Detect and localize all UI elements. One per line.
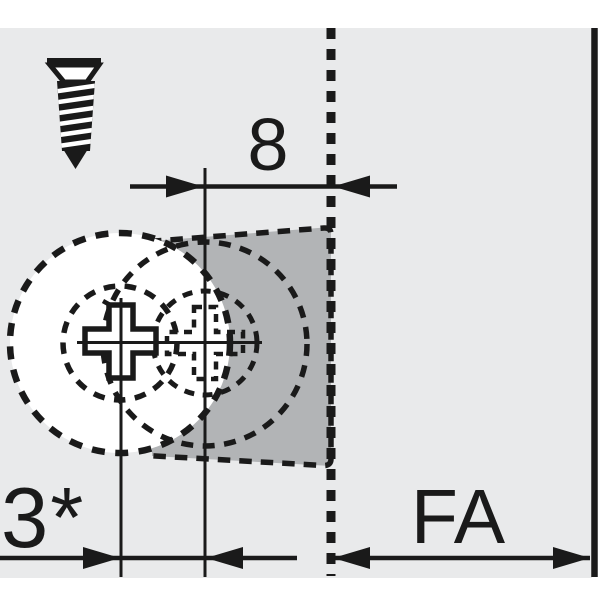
arrowhead-left-icon <box>333 175 370 198</box>
dimension-bottom-right-label: FA <box>411 474 506 560</box>
dimension-top-label: 8 <box>247 103 288 186</box>
phillips-screw-head-dashed-icon <box>164 304 246 382</box>
screw-tip <box>63 149 88 169</box>
arrowhead-left-icon <box>333 547 370 569</box>
phillips-cross-burr <box>101 299 114 308</box>
screw-head-top <box>47 58 101 65</box>
arrowhead-right-icon <box>553 547 590 569</box>
dimension-bottom-left-label: 3* <box>1 471 85 566</box>
dimension-bottom-right: FA <box>333 474 590 569</box>
cam-housing-outline <box>146 225 334 469</box>
dimension-bottom-left: 3* <box>0 471 297 569</box>
arrowhead-right-icon <box>83 547 120 569</box>
dimension-top: 8 <box>130 103 397 198</box>
arrowhead-right-icon <box>166 175 203 198</box>
arrowhead-left-icon <box>206 547 243 569</box>
